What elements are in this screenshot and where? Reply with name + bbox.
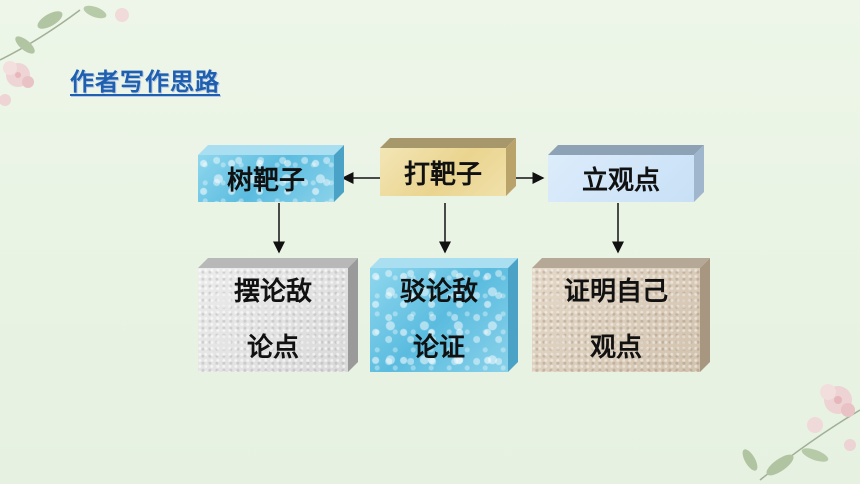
box-line-1: 证明自己	[563, 277, 668, 307]
box-line-2: 观点	[589, 333, 642, 363]
box-da-bazi: 打靶子	[380, 138, 516, 196]
flower-decoration-top-left	[0, 5, 129, 106]
box-zhengming-ziji: 证明自己 观点	[532, 258, 710, 372]
box-label: 打靶子	[380, 148, 506, 196]
box-label: 树靶子	[198, 155, 334, 202]
box-line-2: 论证	[412, 333, 465, 363]
flower-decoration-bottom-right	[742, 384, 860, 481]
box-shu-bazi: 树靶子	[198, 145, 344, 202]
box-label: 立观点	[548, 155, 694, 202]
box-line-1: 驳论敌	[399, 277, 478, 307]
box-bo-lundi: 驳论敌 论证	[370, 258, 518, 372]
box-li-guandian: 立观点	[548, 145, 704, 202]
box-line-2: 论点	[246, 333, 299, 363]
page-title: 作者写作思路	[70, 68, 220, 96]
box-line-1: 摆论敌	[233, 277, 312, 307]
box-bai-lundi: 摆论敌 论点	[198, 258, 358, 372]
